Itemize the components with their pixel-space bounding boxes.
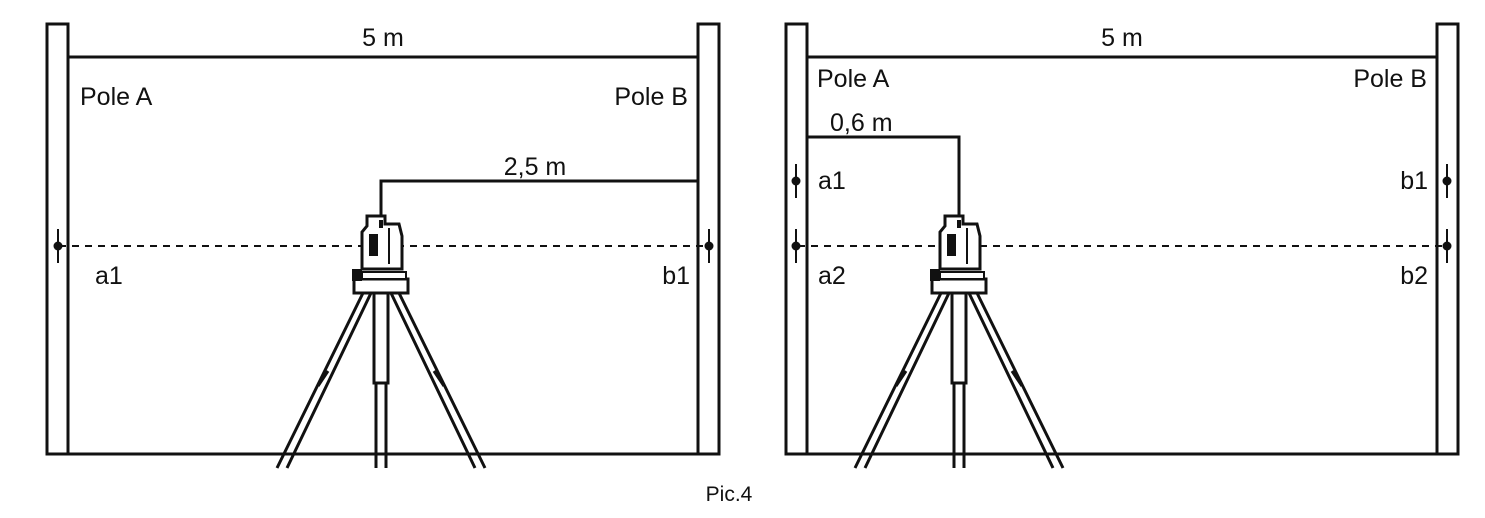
panel-1-mark-label-a1: a1: [95, 262, 123, 290]
panel-2-mark-label-b2: b2: [1400, 262, 1428, 290]
panel-2-mark-point-3: [1442, 241, 1452, 251]
panel-2-mark-point-0: [791, 176, 801, 186]
panel-1-mark-point-1: [704, 241, 714, 251]
figure-caption: Pic.4: [706, 483, 753, 506]
panel-2-mark-label-a2: a2: [818, 262, 846, 290]
panel-1-laser-level-on-tripod: [275, 214, 487, 470]
panel-1-mark-point-0: [53, 241, 63, 251]
panel-2-offset-label: 0,6 m: [830, 109, 893, 137]
panel-2-mark-point-2: [1442, 176, 1452, 186]
panel-2-mark-point-1: [791, 241, 801, 251]
panel-2-mark-label-a1: a1: [818, 167, 846, 195]
panel-1-distance-label: 5 m: [362, 24, 404, 52]
panel-2-distance-label: 5 m: [1101, 24, 1143, 52]
panel-2-offset-line: [807, 135, 961, 216]
panel-2-pole-a-label: Pole A: [817, 65, 890, 93]
panel-2-pole-b-label: Pole B: [1353, 65, 1427, 93]
panel-1-pole-b-label: Pole B: [614, 83, 688, 111]
panel-2-mark-label-b1: b1: [1400, 167, 1428, 195]
panel-1-offset-line: [379, 179, 698, 216]
panel-1-mark-label-b1: b1: [662, 262, 690, 290]
panel-1-pole-a-label: Pole A: [80, 83, 153, 111]
panel-1-offset-label: 2,5 m: [504, 153, 567, 181]
panel-2-laser-level-on-tripod: [853, 214, 1065, 470]
